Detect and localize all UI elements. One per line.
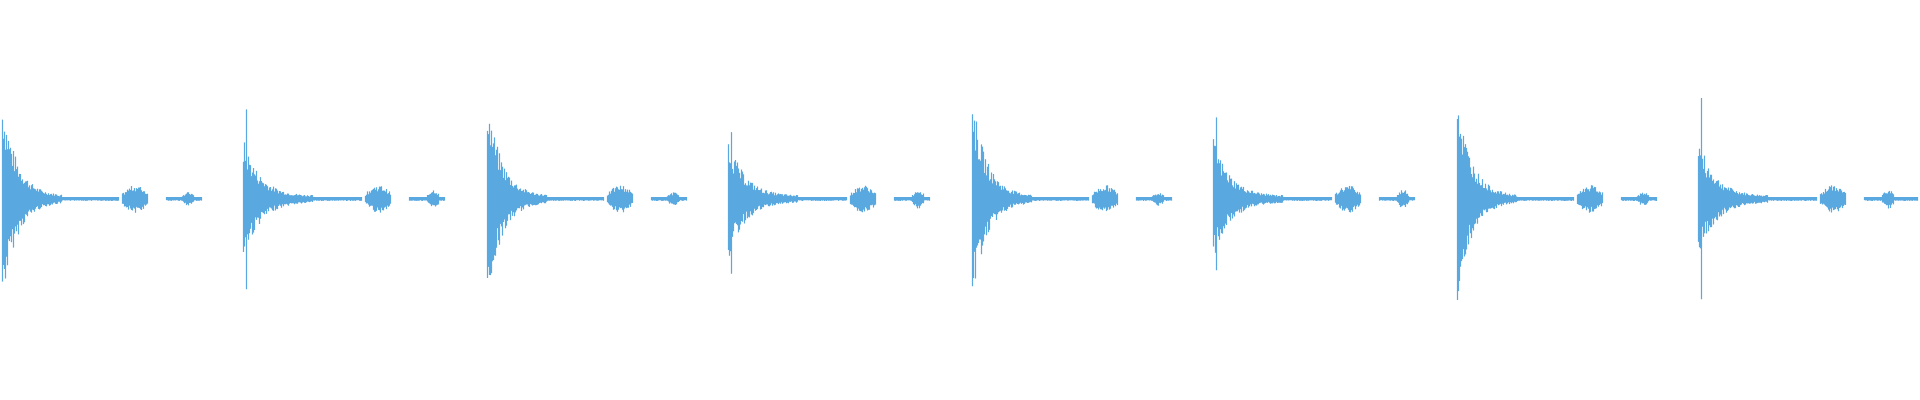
waveform-layer — [1, 98, 1919, 300]
waveform-path — [1, 98, 1919, 300]
